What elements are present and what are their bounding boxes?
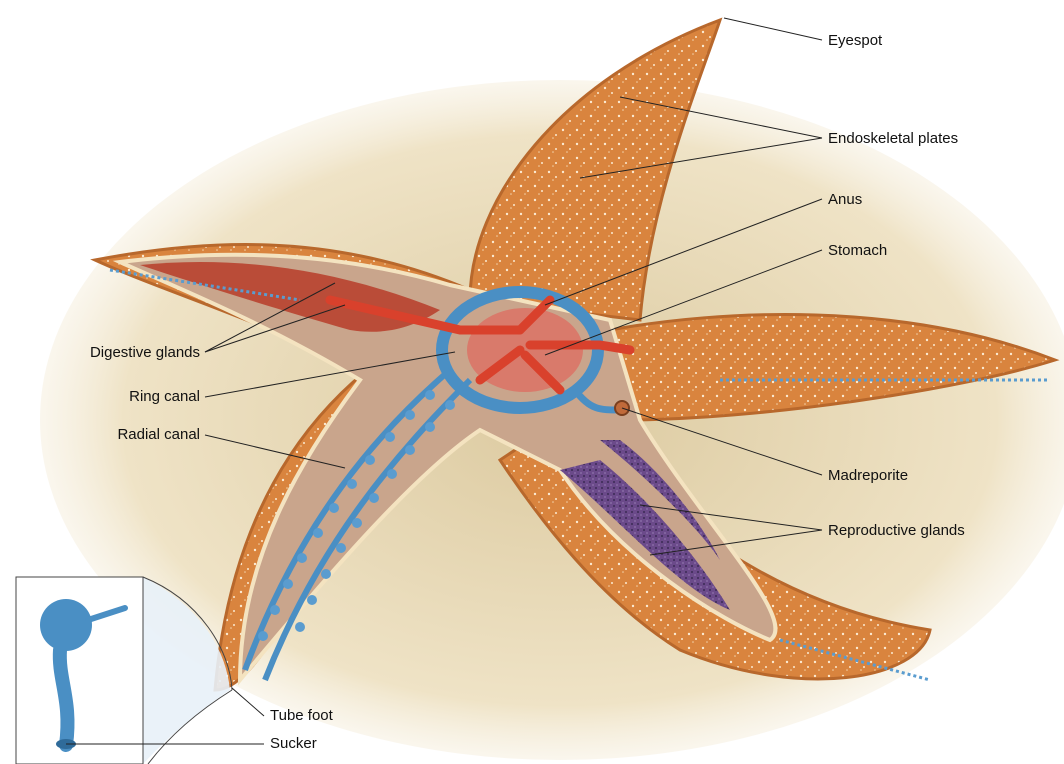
label-tube-foot: Tube foot bbox=[270, 707, 333, 725]
label-madreporite: Madreporite bbox=[828, 467, 908, 485]
label-digestive-glands: Digestive glands bbox=[90, 344, 200, 362]
ampulla bbox=[40, 599, 92, 651]
label-radial-canal: Radial canal bbox=[117, 426, 200, 444]
label-eyespot: Eyespot bbox=[828, 32, 882, 50]
leader-eyespot bbox=[724, 18, 822, 40]
label-ring-canal: Ring canal bbox=[129, 388, 200, 406]
label-reproductive-glands: Reproductive glands bbox=[828, 522, 965, 540]
label-sucker: Sucker bbox=[270, 735, 317, 753]
tube-foot-stalk bbox=[60, 650, 68, 745]
label-endoskeletal-plates: Endoskeletal plates bbox=[828, 130, 958, 148]
label-stomach: Stomach bbox=[828, 242, 887, 260]
label-anus: Anus bbox=[828, 191, 862, 209]
